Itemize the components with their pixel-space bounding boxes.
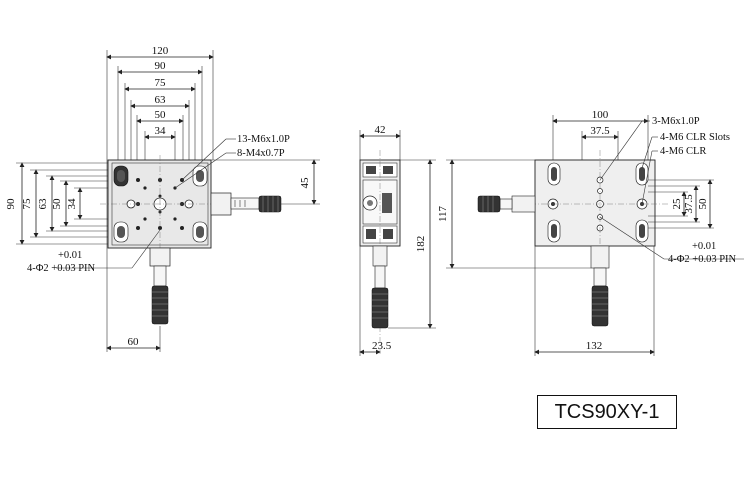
- callout-8-m4: 8-M4x0.7P: [237, 148, 285, 159]
- side-dim-42: 42: [375, 124, 386, 136]
- top-view-horizontal-dimensions: 120 90 75 63 50 34: [106, 45, 214, 352]
- dim-120: 120: [152, 45, 169, 57]
- bottom-dim-25: 25: [671, 198, 683, 210]
- top-view-vertical-dimensions: 90 75 63 50 34: [5, 162, 108, 245]
- bottom-callout-m6-clr: 4-M6 CLR: [660, 146, 706, 157]
- dim-63: 63: [155, 94, 167, 106]
- dim-90: 90: [155, 60, 167, 72]
- bottom-view: 100 37.5: [437, 109, 744, 356]
- dim-34: 34: [155, 125, 167, 137]
- dim-right-45: 45: [299, 177, 311, 189]
- dim-left-75: 75: [21, 198, 33, 210]
- bottom-dim-50: 50: [697, 198, 709, 210]
- bottom-pin-tolerance-upper: +0.01: [692, 241, 716, 252]
- bottom-pin-spec: 4-Φ2 +0.03 PIN: [668, 254, 737, 265]
- dim-bottom-60: 60: [128, 336, 140, 348]
- pin-tolerance-upper: +0.01: [58, 250, 82, 261]
- bottom-dim-100: 100: [592, 109, 609, 121]
- side-dim-23-5: 23.5: [372, 340, 392, 352]
- side-view: 42 182 23.5: [359, 124, 436, 356]
- model-title: TCS90XY-1: [537, 395, 677, 429]
- dim-left-50: 50: [51, 198, 63, 210]
- side-dim-182: 182: [415, 236, 427, 253]
- top-view: 120 90 75 63 50 34 90 75 63: [5, 45, 320, 352]
- dim-left-90: 90: [5, 198, 17, 210]
- bottom-callout-m6-slots: 4-M6 CLR Slots: [660, 132, 730, 143]
- callout-13-m6: 13-M6x1.0P: [237, 134, 290, 145]
- dim-left-63: 63: [37, 198, 49, 210]
- pin-spec: 4-Φ2 +0.03 PIN: [27, 263, 96, 274]
- bottom-dim-37-5: 37.5: [590, 125, 610, 137]
- top-view-stage: [100, 155, 282, 325]
- bottom-dim-132: 132: [586, 340, 603, 352]
- dim-75: 75: [155, 77, 167, 89]
- bottom-callout-3-m6: 3-M6x1.0P: [652, 116, 700, 127]
- bottom-dim-117: 117: [437, 205, 449, 222]
- dim-50: 50: [155, 109, 167, 121]
- dim-left-34: 34: [66, 198, 78, 210]
- bottom-dim-37-5-right: 37.5: [683, 194, 695, 214]
